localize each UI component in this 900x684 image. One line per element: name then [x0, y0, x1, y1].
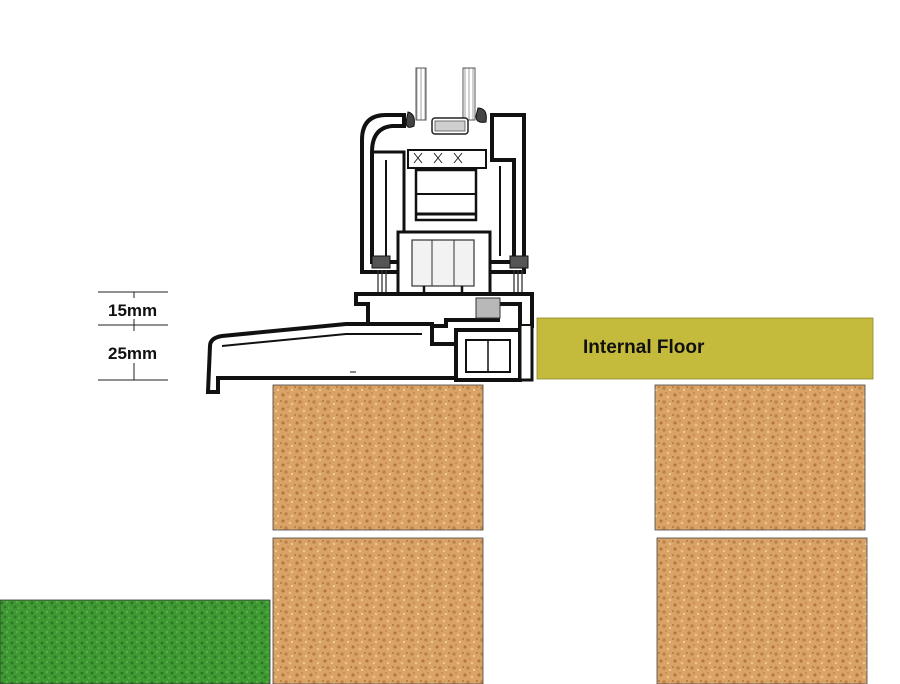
- dimension-upper-label: 15mm: [108, 301, 157, 320]
- dimension-lower-label: 25mm: [108, 344, 157, 363]
- outer-brick-lower: [272, 537, 484, 684]
- glazing-unit: [415, 67, 476, 135]
- outer-frame-rail: [354, 292, 534, 328]
- inner-brick-upper: [654, 384, 866, 531]
- internal-floor-label: Internal Floor: [583, 337, 705, 358]
- dimension-markers: [98, 291, 168, 381]
- brush-seal-left: [371, 255, 391, 269]
- external-ground-grass: [0, 599, 271, 684]
- inner-sash-profile: [484, 113, 526, 274]
- internal-floor-slab: [536, 317, 874, 380]
- window-frame-profile: [205, 67, 534, 394]
- outer-brick-upper: [272, 384, 484, 531]
- inner-brick-lower: [656, 537, 868, 684]
- brush-seal-right: [509, 255, 529, 269]
- glazing-gasket-inner: [475, 107, 487, 123]
- interlock-upper: [407, 149, 487, 169]
- glazing-gasket-outer: [405, 111, 415, 128]
- thermal-break: [475, 297, 501, 319]
